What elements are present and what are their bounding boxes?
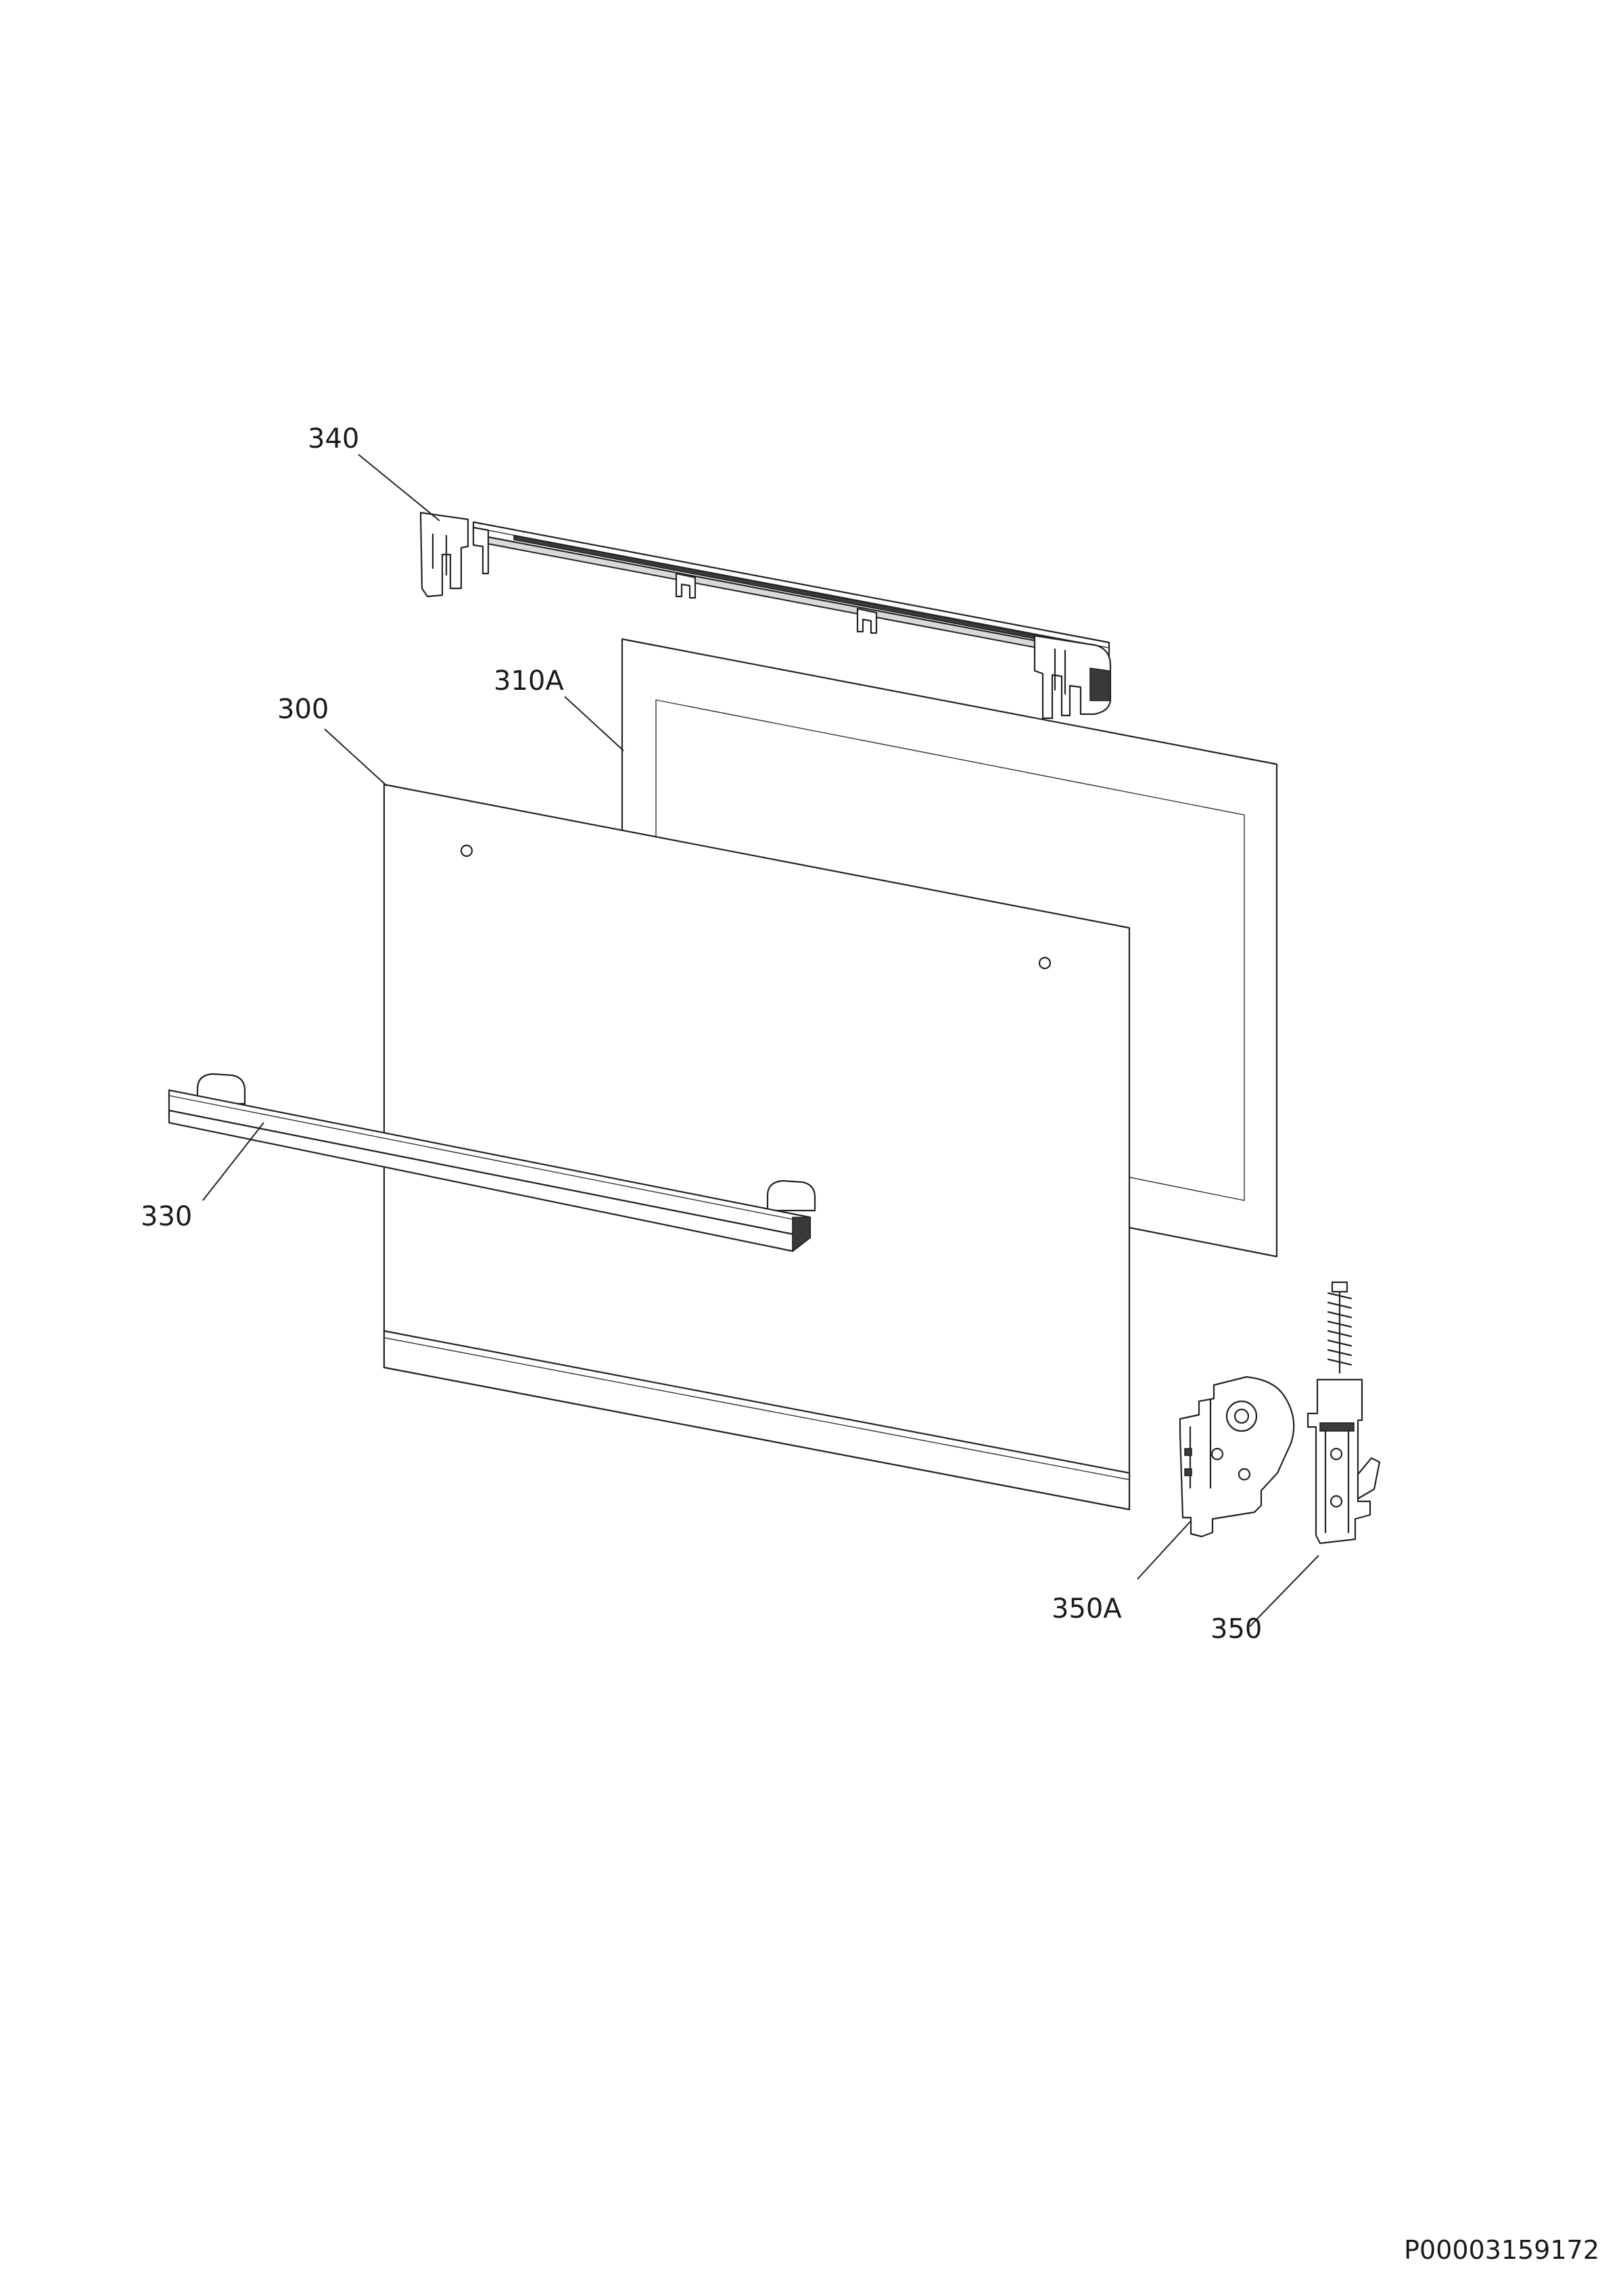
leader-350 xyxy=(1249,1555,1319,1627)
document-id: P00003159172 xyxy=(1404,2235,1599,2265)
right-hinge xyxy=(1307,1281,1381,1545)
outer-glass-panel xyxy=(383,783,1131,1511)
label-350A: 350A xyxy=(1052,1593,1122,1624)
label-330: 330 xyxy=(141,1201,192,1232)
top-trim-profile xyxy=(419,511,1112,720)
label-340: 340 xyxy=(308,423,359,454)
label-310A: 310A xyxy=(494,665,564,697)
leader-lines xyxy=(202,454,1319,1627)
leader-330 xyxy=(202,1122,264,1201)
label-350: 350 xyxy=(1210,1614,1262,1645)
left-hinge xyxy=(1179,1376,1295,1538)
label-300: 300 xyxy=(277,694,329,725)
door-handle xyxy=(168,1073,816,1252)
leader-350A xyxy=(1137,1521,1191,1580)
leader-340 xyxy=(358,454,440,521)
callout-labels: 310A 300 340 330 350A 350 xyxy=(141,423,1262,1645)
leader-300 xyxy=(324,728,387,787)
leader-310A xyxy=(564,696,624,751)
